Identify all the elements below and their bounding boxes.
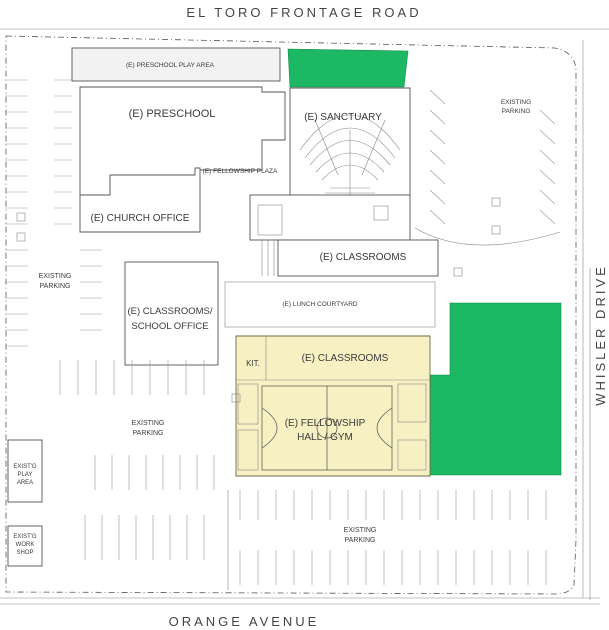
church-office-label: (E) CHURCH OFFICE [91, 213, 190, 224]
lunch-courtyard-label: (E) LUNCH COURTYARD [282, 301, 358, 308]
classrooms-school-office-label-2: SCHOOL OFFICE [131, 321, 208, 332]
existing-work-shop [7, 525, 43, 567]
sanctuary-label: (E) SANCTUARY [304, 112, 382, 123]
west-parking-label-1: EXISTING [39, 273, 72, 280]
north-landscape-area [287, 48, 409, 88]
service-core [249, 194, 411, 276]
site-fixtures [16, 197, 501, 403]
south-parking-label-2: PARKING [345, 537, 376, 544]
fellowship-hall-label-1: (E) FELLOWSHIP [285, 418, 366, 429]
northeast-parking-stalls [414, 89, 561, 246]
play-area-label-3: AREA [17, 480, 33, 486]
existing-play-area [7, 439, 43, 503]
sanctuary-building [289, 87, 411, 206]
northeast-parking-label-1: EXISTING [501, 99, 531, 106]
work-shop-label-1: EXIST'G [13, 534, 36, 540]
classrooms-north-label: (E) CLASSROOMS [320, 252, 407, 263]
northeast-parking-label-2: PARKING [502, 108, 531, 115]
work-shop-label-2: WORK [16, 542, 35, 548]
play-area-label-1: EXIST'G [13, 464, 36, 470]
classrooms-north-building [277, 239, 439, 277]
central-parking-stalls [59, 360, 215, 560]
south-road-label: ORANGE AVENUE [169, 614, 320, 629]
preschool-label: (E) PRESCHOOL [129, 108, 216, 120]
street-curbs [0, 28, 609, 605]
south-parking-label-1: EXISTING [344, 527, 377, 534]
kitchen-label: KIT. [246, 359, 260, 368]
classrooms-school-office-label-1: (E) CLASSROOMS/ [128, 306, 213, 317]
east-landscape-area [423, 302, 562, 476]
classrooms-school-office-building [124, 261, 219, 366]
play-area-label-2: PLAY [18, 472, 33, 478]
work-shop-label-3: SHOP [16, 550, 33, 556]
fellowship-plaza-label: (E) FELLOWSHIP PLAZA [203, 168, 278, 175]
central-parking-label-1: EXISTING [132, 420, 165, 427]
east-road-label: WHISLER DRIVE [593, 264, 608, 406]
fellowship-hall-complex [235, 335, 431, 477]
classrooms-new-label: (E) CLASSROOMS [302, 353, 389, 364]
church-office-building [79, 167, 201, 233]
lunch-courtyard [224, 281, 436, 328]
preschool-play-area-label: (E) PRESCHOOL PLAY AREA [126, 62, 215, 69]
west-parking-stalls [5, 79, 102, 347]
south-parking-stalls [227, 490, 547, 590]
property-line [5, 35, 577, 595]
north-road-label: EL TORO FRONTAGE ROAD [186, 5, 421, 20]
west-parking-label-2: PARKING [40, 283, 71, 290]
preschool-play-area [71, 47, 281, 82]
central-parking-label-2: PARKING [133, 430, 164, 437]
fellowship-hall-label-2: HALL / GYM [297, 432, 353, 443]
